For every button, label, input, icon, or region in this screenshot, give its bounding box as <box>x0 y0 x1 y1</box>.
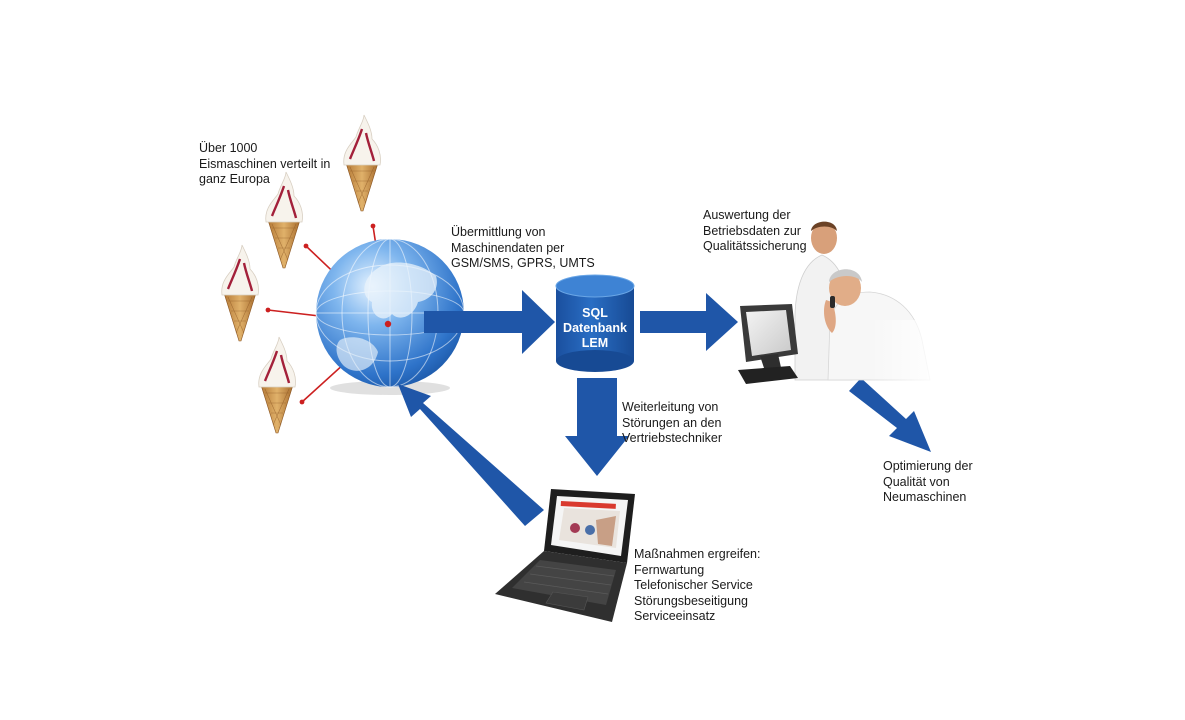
database-label-line-1: SQL <box>582 306 608 320</box>
globe-icon <box>315 238 465 395</box>
label-machines: Über 1000 Eismaschinen verteilt in ganz … <box>199 141 331 186</box>
laptop-icon <box>495 489 635 622</box>
connector-endpoints <box>265 223 376 405</box>
ice-cream-cone-icon <box>220 243 260 343</box>
arrow-database-to-laptop <box>565 378 629 476</box>
label-evaluation: Auswertung der Betriebsdaten zur Qualitä… <box>703 208 807 253</box>
database-icon: SQL Datenbank LEM <box>555 274 635 372</box>
arrow-laptop-to-globe <box>398 384 544 526</box>
label-optimization: Optimierung der Qualität von Neumaschine… <box>883 459 973 504</box>
arrow-database-to-monitor <box>640 293 738 351</box>
label-transfer: Übermittlung von Maschinendaten per GSM/… <box>451 225 595 270</box>
arrow-globe-to-database <box>424 290 555 354</box>
ice-cream-cone-icon <box>342 113 382 213</box>
ice-cream-cone-icon <box>257 335 297 435</box>
arrow-people-to-optimization <box>849 378 931 452</box>
people-photo <box>794 221 940 390</box>
label-measures: Maßnahmen ergreifen: Fernwartung Telefon… <box>634 547 761 623</box>
flow-arrows <box>398 290 931 526</box>
database-label-line-3: LEM <box>582 336 608 350</box>
database-label-line-2: Datenbank <box>563 321 627 335</box>
monitor-icon <box>738 304 798 384</box>
label-forwarding: Weiterleitung von Störungen an den Vertr… <box>622 400 723 445</box>
